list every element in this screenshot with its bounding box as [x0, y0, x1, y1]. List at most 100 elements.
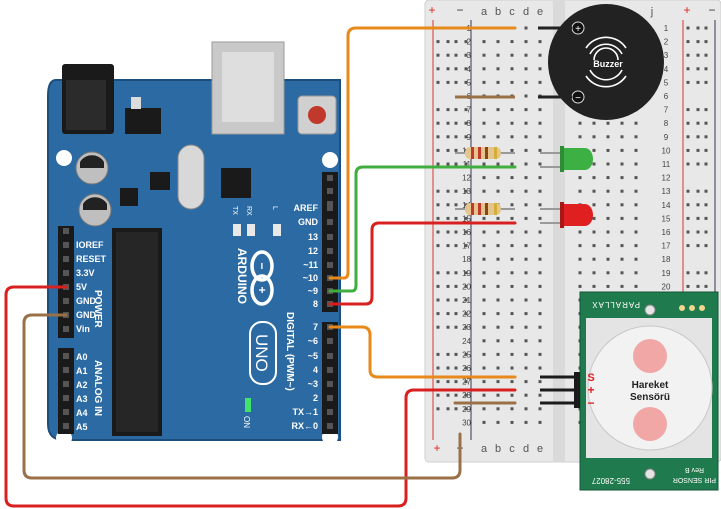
breadboard-hole [510, 203, 514, 207]
arduino-logo: − + [250, 250, 274, 306]
breadboard-hole [634, 148, 638, 152]
breadboard-hole [620, 162, 624, 166]
breadboard-rail-hole [446, 366, 450, 370]
breadboard-row-number: 19 [662, 269, 671, 278]
breadboard-hole [592, 189, 596, 193]
breadboard-rail-hole [436, 393, 440, 397]
breadboard-rail-hole [436, 298, 440, 302]
breadboard-hole [496, 121, 500, 125]
breadboard-hole [496, 189, 500, 193]
breadboard-rail-hole [704, 108, 708, 112]
pir-sensor-name: PIR SENSOR [673, 476, 716, 483]
breadboard-hole [496, 135, 500, 139]
usb-chip [221, 168, 251, 198]
breadboard-rail-hole [454, 40, 458, 44]
resistor-2 [455, 203, 515, 215]
breadboard-hole [592, 203, 596, 207]
analog-pin-label: A1 [76, 366, 88, 376]
breadboard-rail-hole [696, 244, 700, 248]
breadboard-rail-hole [446, 80, 450, 84]
breadboard-row-number: 30 [462, 418, 471, 427]
breadboard-rail-hole [454, 244, 458, 248]
breadboard-rail-hole [454, 162, 458, 166]
svg-text:+: + [255, 286, 269, 293]
indicator-led [247, 224, 255, 236]
breadboard-hole [496, 298, 500, 302]
breadboard-rail-hole [454, 284, 458, 288]
breadboard-hole [606, 244, 610, 248]
breadboard-rail-hole [454, 407, 458, 411]
arduino-brand: ARDUINO [235, 248, 249, 304]
breadboard-hole [538, 80, 542, 84]
capacitor [75, 151, 109, 185]
breadboard-hole [482, 257, 486, 261]
breadboard-hole [524, 189, 528, 193]
power-pin-label: GND [76, 310, 97, 320]
on-led [245, 398, 251, 412]
breadboard-rail-hole [686, 80, 690, 84]
breadboard-rail-hole [704, 162, 708, 166]
breadboard-rail-hole [464, 325, 468, 329]
breadboard-row-number: 11 [662, 160, 671, 169]
breadboard-row-number: 2 [467, 38, 472, 47]
breadboard-row-number: 8 [664, 119, 669, 128]
header-pin [63, 395, 69, 401]
breadboard-hole [510, 80, 514, 84]
pir-dome [587, 325, 713, 451]
breadboard-rail-hole [464, 108, 468, 112]
reset-button-cap[interactable] [308, 106, 326, 124]
breadboard-rail-hole [464, 366, 468, 370]
breadboard-hole [510, 189, 514, 193]
uno-badge [249, 321, 277, 385]
breadboard-rail-hole [454, 312, 458, 316]
breadboard-rail-hole [446, 284, 450, 288]
breadboard-rail-hole [446, 148, 450, 152]
breadboard-rail-hole [464, 162, 468, 166]
header-pin [327, 409, 333, 415]
pir-mount-hole [644, 468, 656, 480]
breadboard-rail-hole [464, 135, 468, 139]
breadboard-column-letter: d [523, 6, 529, 18]
breadboard-hole [620, 148, 624, 152]
breadboard-column-letter: b [495, 443, 501, 455]
breadboard-hole [524, 135, 528, 139]
breadboard-hole [634, 257, 638, 261]
breadboard-rail-hole [446, 380, 450, 384]
breadboard-rail-hole [446, 325, 450, 329]
breadboard-hole [482, 135, 486, 139]
breadboard-rail-hole [436, 135, 440, 139]
breadboard-rail-hole [446, 216, 450, 220]
breadboard-hole [524, 380, 528, 384]
pir-lens-top [633, 339, 667, 373]
pir-part-number: 555-28027 [591, 476, 630, 485]
breadboard-rail-hole [446, 203, 450, 207]
breadboard-column-letter: d [523, 443, 529, 455]
breadboard-hole [524, 257, 528, 261]
breadboard-hole [592, 135, 596, 139]
breadboard-row-number: 12 [462, 174, 471, 183]
breadboard-hole [496, 393, 500, 397]
breadboard-rail-hole [436, 352, 440, 356]
breadboard-rail-hole [464, 312, 468, 316]
power-jack-inner [66, 80, 106, 130]
header-pin [327, 353, 333, 359]
breadboard-column-letter: j [650, 6, 653, 18]
breadboard-hole [496, 339, 500, 343]
breadboard-hole [538, 339, 542, 343]
breadboard-hole [524, 67, 528, 71]
breadboard-rail-hole [436, 271, 440, 275]
digital-pin-label: ~10 [303, 273, 318, 283]
breadboard-rail-hole [454, 108, 458, 112]
breadboard-row-number: 16 [662, 228, 671, 237]
breadboard-hole [482, 108, 486, 112]
buzzer-sound-waves-icon [585, 36, 627, 88]
breadboard-rail-hole [436, 366, 440, 370]
power-pin-label: GND [76, 296, 97, 306]
digital-pin-label: AREF [294, 203, 319, 213]
breadboard-hole [538, 352, 542, 356]
mount-hole [56, 150, 72, 166]
breadboard-hole [592, 176, 596, 180]
